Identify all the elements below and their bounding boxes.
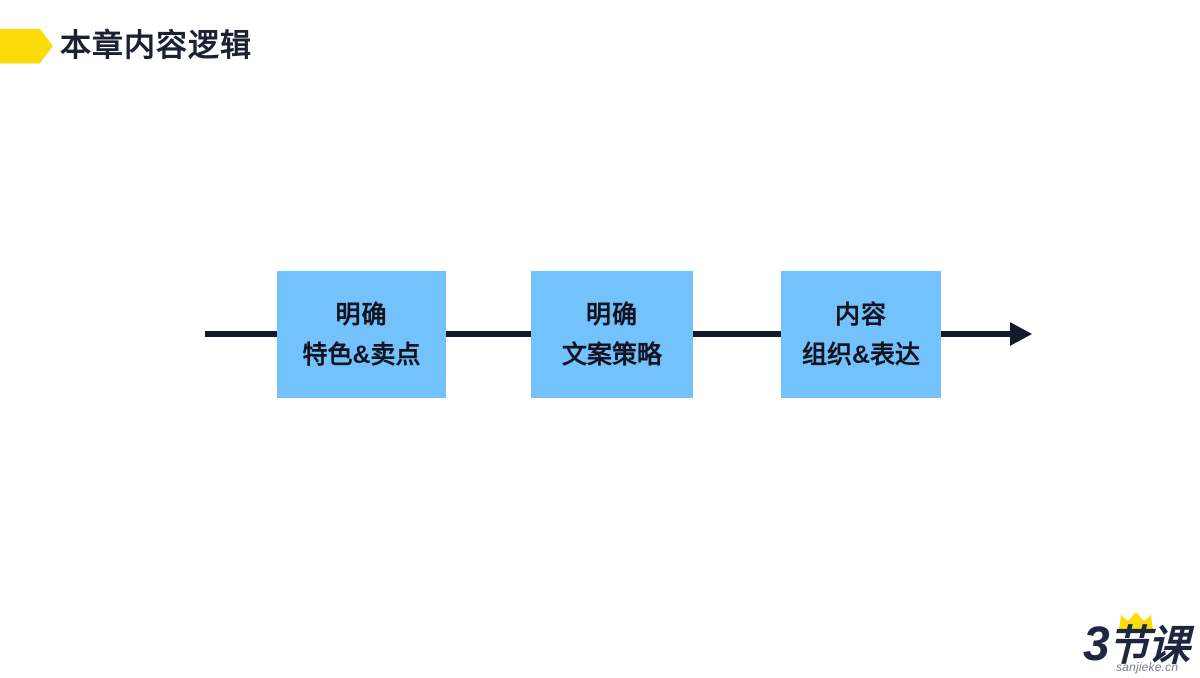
brand-logo-domain: sanjieke.cn (1116, 660, 1179, 674)
flow-step-2-line2: 文案策略 (561, 340, 662, 369)
flow-connector-2-3 (678, 331, 795, 337)
flow-step-box-2: 明确 文案策略 (531, 271, 693, 398)
page-title-text: 本章内容逻辑 (60, 28, 252, 63)
flow-step-3-line2: 组织&表达 (801, 340, 921, 369)
crown-icon (1119, 612, 1153, 629)
flow-step-2-line1: 明确 (585, 300, 638, 329)
flow-step-1-line2: 特色&卖点 (302, 340, 421, 369)
flow-connector-1-2 (430, 331, 545, 337)
brand-logo-text: 节课 (1107, 622, 1190, 669)
flow-step-box-1: 明确 特色&卖点 (277, 271, 446, 398)
flow-step-box-3: 内容 组织&表达 (781, 271, 941, 398)
flow-step-1-line1: 明确 (335, 300, 388, 329)
arrow-right-icon (1010, 322, 1032, 346)
flow-connector-end (926, 331, 1016, 337)
page-title: 本章内容逻辑 (0, 28, 252, 64)
brand-logo-digit: 3 (1083, 618, 1110, 671)
flow-connector-start (205, 331, 295, 337)
brand-logo: 3节课 sanjieke.cn (1083, 612, 1191, 674)
brand-logo-wordmark: 3节课 (1083, 621, 1190, 669)
flow-step-3-line1: 内容 (834, 300, 887, 329)
